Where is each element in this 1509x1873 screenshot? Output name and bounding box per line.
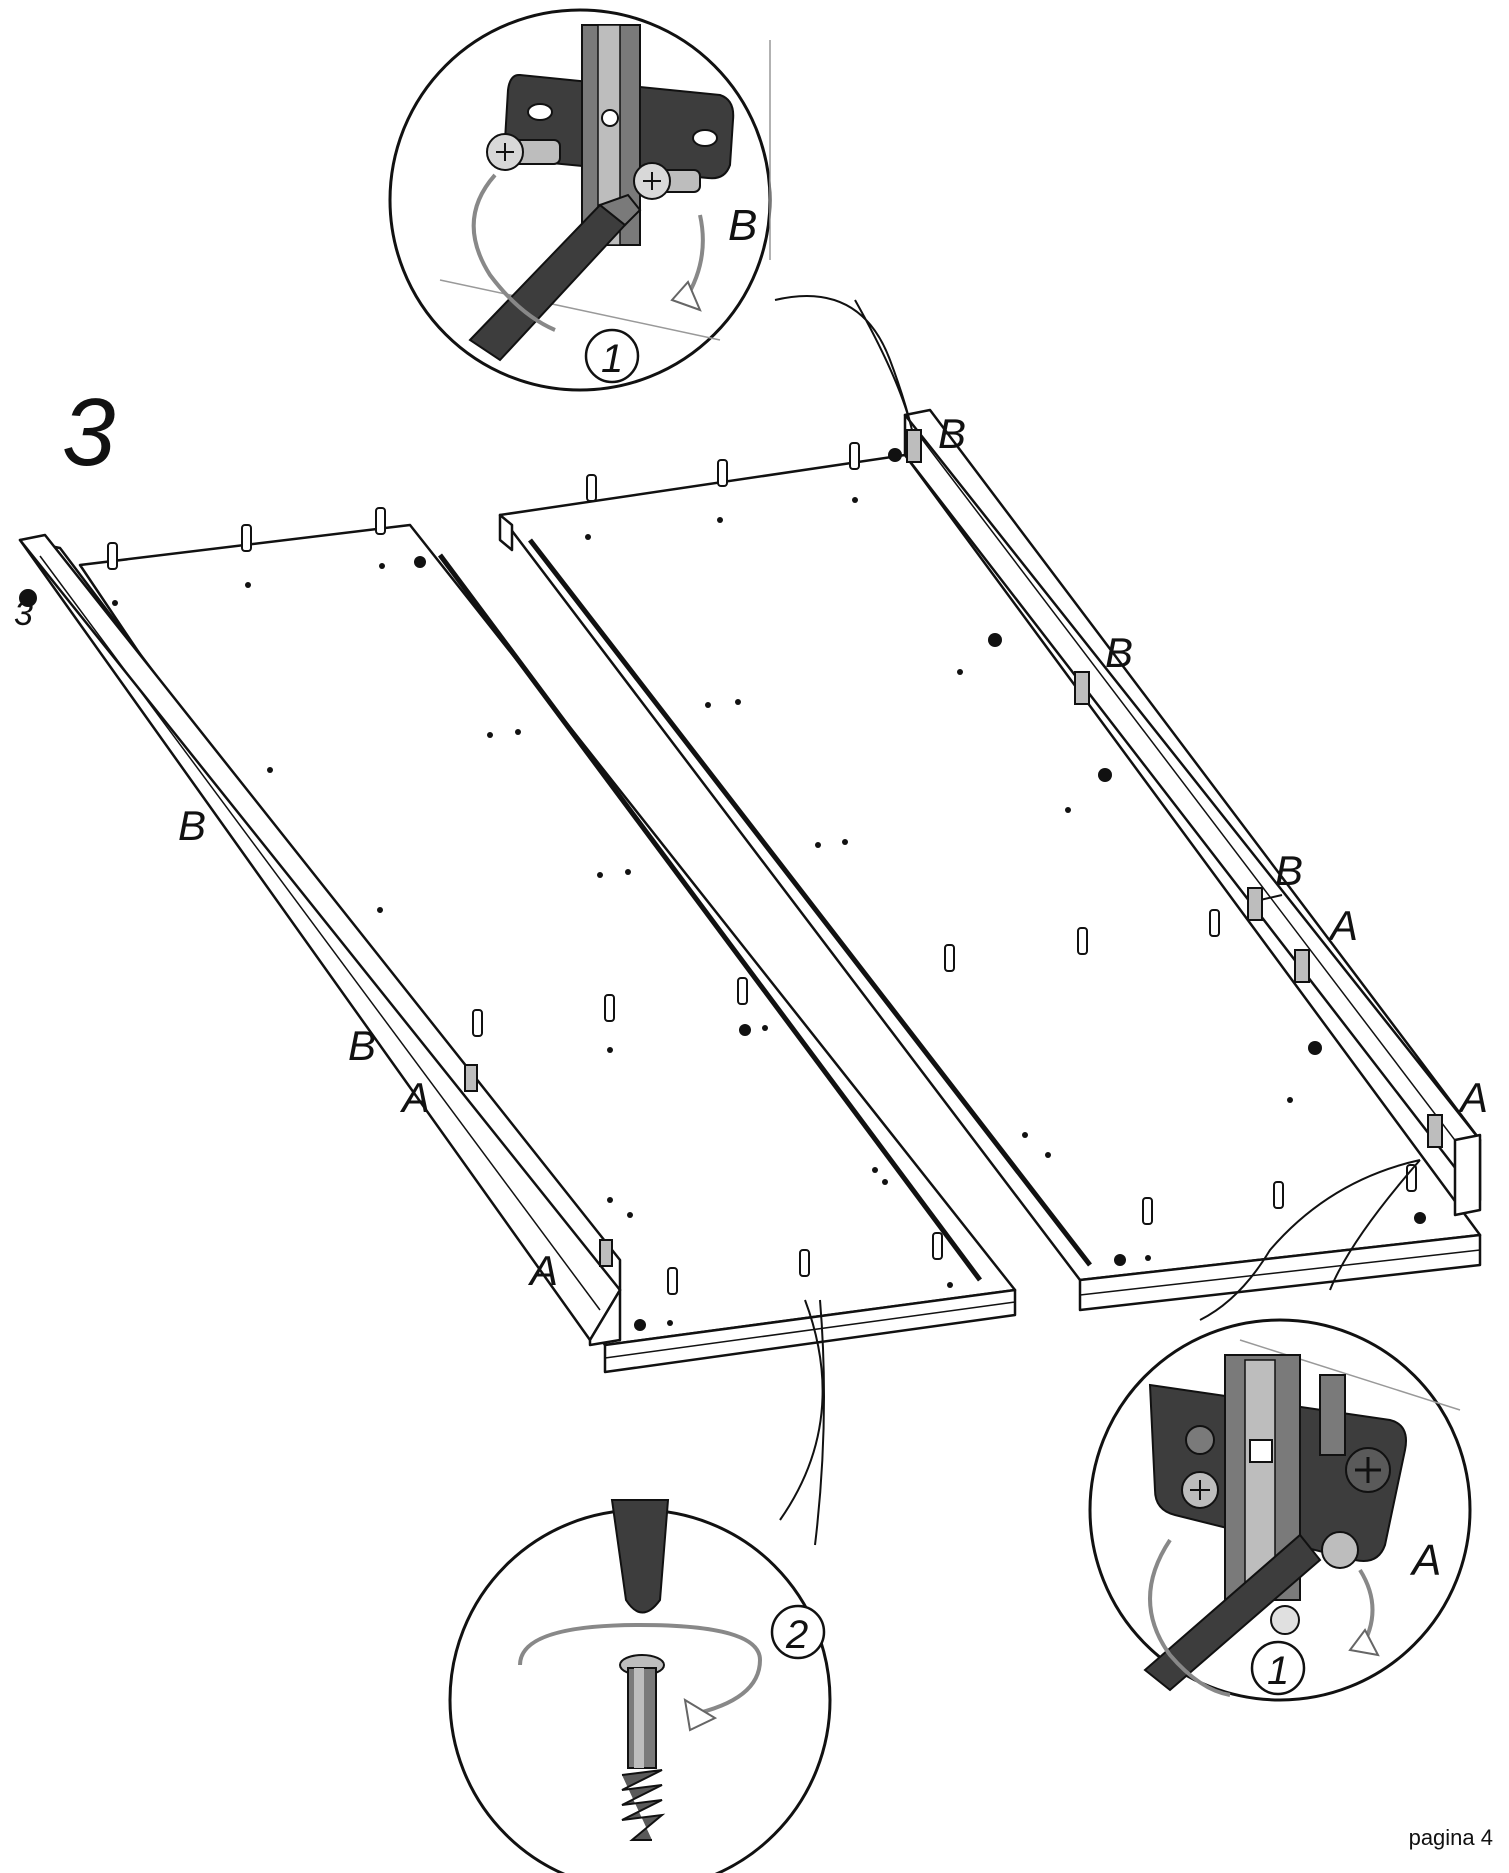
rotate-arrow-icon [471, 173, 556, 332]
label-left-edge: 3 [14, 595, 33, 633]
label-left-a-lower: A [527, 1247, 558, 1294]
callout-top: B 1 [388, 8, 913, 431]
label-right-b-low: B [1275, 847, 1303, 894]
callout-top-step: 1 [601, 337, 623, 381]
flat-screwdriver-icon [610, 1499, 670, 1614]
callout-bottom-right: A 1 [1088, 1159, 1472, 1702]
left-panel-dowels [107, 507, 943, 1295]
label-left-a-upper: A [399, 1074, 430, 1121]
left-panel [18, 523, 1017, 1374]
right-panel [498, 408, 1482, 1312]
right-panel-dowels [586, 442, 1417, 1225]
callout-br-step: 1 [1267, 1649, 1289, 1693]
label-right-a-mid: A [1327, 902, 1358, 949]
label-right-b-top: B [938, 410, 966, 457]
rotate-arrow-icon [518, 1622, 763, 1717]
screwdriver-icon [1143, 1533, 1322, 1692]
label-left-b-upper: B [178, 802, 206, 849]
label-right-b-mid: B [1105, 629, 1133, 676]
page-number: pagina 4 [1408, 1825, 1493, 1850]
callout-bottom-center: 2 [448, 1299, 832, 1873]
panel-labels: B B A A 3 B B B A A [14, 410, 1488, 1294]
screw-icon [1181, 1425, 1391, 1635]
label-right-a-low: A [1457, 1074, 1488, 1121]
rotate-arrow-icon [1148, 1538, 1231, 1697]
panel-holes [112, 448, 1426, 1331]
callout-bottom-step: 2 [785, 1613, 808, 1657]
screw-icon [486, 133, 701, 200]
label-left-b-lower: B [348, 1022, 376, 1069]
callout-br-label: A [1409, 1536, 1441, 1585]
callout-top-label: B [728, 201, 757, 250]
rail-hinges [19, 429, 1443, 1267]
cam-bolt-icon [619, 1654, 666, 1841]
step-number: 3 [62, 379, 115, 486]
